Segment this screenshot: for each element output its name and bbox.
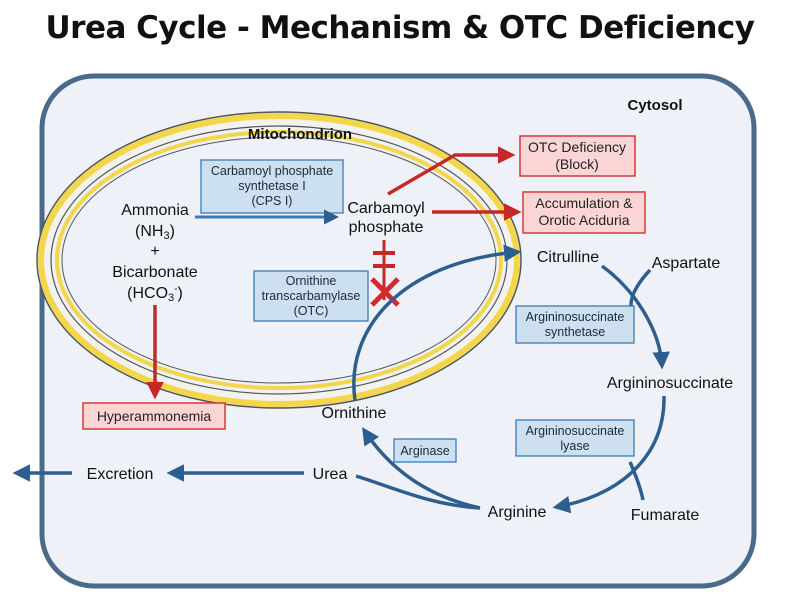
ammonia-label: Ammonia: [121, 202, 189, 219]
arginase-label: Arginase: [400, 444, 449, 458]
otc-deficiency-line2: (Block): [555, 156, 599, 172]
cps1-enzyme-line1: Carbamoyl phosphate: [211, 164, 333, 178]
ass-enzyme-line2: synthetase: [545, 325, 606, 339]
accumulation-line1: Accumulation &: [535, 195, 633, 211]
ass-enzyme-box: [515, 305, 635, 344]
otc-deficiency-arrow: [387, 146, 516, 196]
ornithine-label: Ornithine: [322, 405, 387, 422]
cps1-enzyme-line3: (CPS I): [252, 194, 293, 208]
hyperammonemia-box: [82, 402, 226, 430]
substrates-label: Ammonia (NH3) + Bicarbonate (HCO3-): [112, 202, 197, 304]
urea-label: Urea: [313, 466, 348, 483]
arginine-to-urea-arrow: [355, 474, 481, 510]
ass-enzyme-line1: Argininosuccinate: [526, 310, 625, 324]
accumulation-box: [522, 191, 646, 234]
fumarate-label: Fumarate: [631, 507, 700, 524]
otc-enzyme-line2: transcarbamylase: [262, 289, 361, 303]
otc-enzyme-line3: (OTC): [294, 304, 329, 318]
asl-enzyme-box: [515, 419, 635, 457]
asl-enzyme-line1: Argininosuccinate: [526, 424, 625, 438]
hyperammonemia-label: Hyperammonemia: [97, 408, 212, 424]
page-title: Urea Cycle - Mechanism & OTC Deficiency: [45, 10, 755, 46]
arginase-enzyme-box: [393, 438, 457, 463]
argininosuccinate-label: Argininosuccinate: [607, 375, 733, 392]
carbamoyl-phosphate-label-line2: phosphate: [349, 219, 424, 236]
bicarbonate-formula: (HCO3-): [127, 284, 183, 304]
otc-deficiency-line1: OTC Deficiency: [528, 139, 626, 155]
ammonia-formula: (NH3): [135, 223, 175, 242]
ornithine-to-citrulline-arrow: [352, 244, 522, 401]
mitochondrion-compartment: [36, 111, 522, 409]
cps1-enzyme-box: [200, 159, 344, 214]
cps1-enzyme-line2: synthetase I: [238, 179, 305, 193]
aspartate-label: Aspartate: [652, 255, 721, 272]
cytosol-label: Cytosol: [627, 97, 682, 114]
citrulline-label: Citrulline: [537, 249, 599, 266]
plus-sign: +: [150, 243, 159, 260]
otc-deficiency-box: [519, 135, 636, 177]
arginine-to-ornithine-arrow: [362, 427, 481, 510]
otc-enzyme-line1: Ornithine: [286, 274, 337, 288]
otc-enzyme-box: [253, 270, 369, 322]
asl-enzyme-line2: lyase: [560, 439, 589, 453]
excretion-label: Excretion: [87, 466, 154, 483]
citrulline-to-argininosuccinate-arrow: [600, 264, 670, 370]
fumarate-output-arrow: [628, 461, 645, 501]
bicarbonate-label: Bicarbonate: [112, 264, 197, 281]
carbamoyl-phosphate-label-line1: Carbamoyl: [347, 200, 424, 217]
accumulation-line2: Orotic Aciduria: [538, 212, 629, 228]
arginine-label: Arginine: [488, 504, 547, 521]
mitochondrion-label: Mitochondrion: [248, 126, 352, 143]
